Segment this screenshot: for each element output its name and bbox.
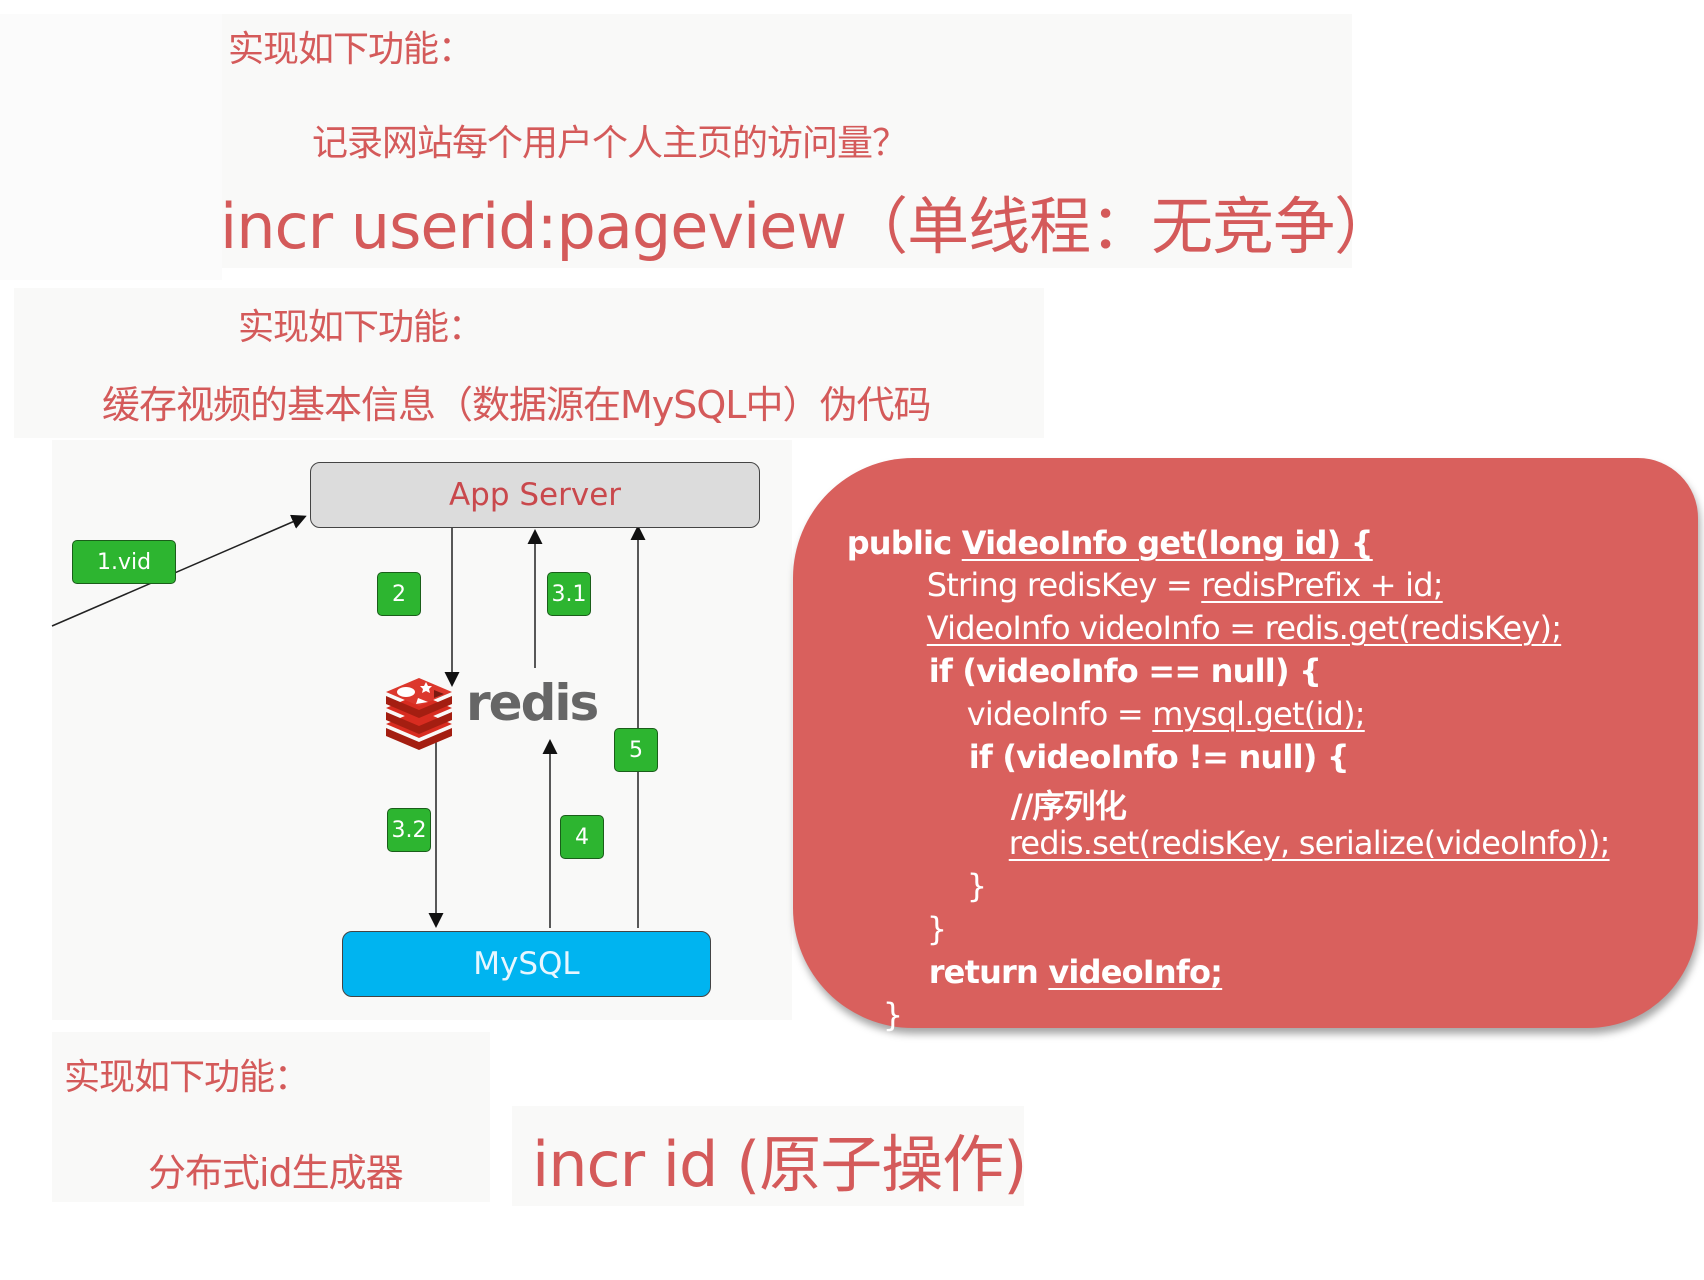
code-line-3: VideoInfo videoInfo = redis.get(redisKey…: [908, 571, 1562, 647]
section3-right-panel: [512, 1106, 1024, 1206]
app-server-box: App Server: [310, 462, 760, 528]
step-tag-3-2: 3.2: [387, 808, 431, 852]
code-line-8: redis.set(redisKey, serialize(videoInfo)…: [990, 786, 1611, 862]
code-underlined: VideoInfo videoInfo = redis.get(redisKey…: [926, 609, 1562, 647]
code-plain: String redisKey =: [926, 566, 1202, 604]
left-fade: [0, 14, 222, 280]
app-server-label: App Server: [448, 477, 622, 513]
code-plain: return: [928, 953, 1049, 991]
code-line-7: //序列化: [990, 743, 1127, 827]
step-tag-4: 4: [560, 815, 604, 859]
step-tag-3-1: 3.1: [547, 572, 591, 616]
code-line-11: return videoInfo;: [908, 915, 1223, 991]
redis-logo: redis: [382, 672, 599, 752]
section1-command: incr userid:pageview（单线程：无竞争）: [220, 190, 1396, 263]
code-plain: if (videoInfo == null) {: [928, 652, 1322, 690]
section1-heading: 实现如下功能：: [228, 29, 474, 70]
section1-question: 记录网站每个用户个人主页的访问量？: [312, 123, 908, 164]
section3-command: incr id (原子操作): [532, 1128, 1027, 1201]
mysql-box: MySQL: [342, 931, 711, 997]
code-plain: if (videoInfo != null) {: [968, 738, 1350, 776]
code-line-12: }: [864, 958, 903, 1034]
section1-panel: [222, 14, 1352, 268]
section2-subtitle: 缓存视频的基本信息（数据源在MySQL中）伪代码: [102, 383, 931, 427]
section2-header-panel: [14, 288, 1044, 438]
code-underlined: redis.set(redisKey, serialize(videoInfo)…: [1008, 824, 1611, 862]
code-line-1: public VideoInfo get(long id) {: [826, 486, 1374, 562]
code-line-6: if (videoInfo != null) {: [948, 700, 1350, 776]
code-underlined: mysql.get(id);: [1152, 695, 1365, 733]
mysql-label: MySQL: [473, 946, 580, 982]
section3-heading: 实现如下功能：: [64, 1057, 310, 1098]
redis-wordmark: redis: [466, 674, 599, 732]
code-plain: }: [966, 867, 987, 905]
step-tag-2: 2: [377, 572, 421, 616]
code-line-5: videoInfo = mysql.get(id);: [948, 657, 1366, 733]
code-underlined: VideoInfo get(long id) {: [961, 524, 1374, 562]
code-line-10: }: [908, 872, 947, 948]
code-plain: }: [926, 910, 947, 948]
step-tag-1-vid: 1.vid: [72, 540, 176, 584]
code-plain: }: [882, 996, 903, 1034]
section3-left-panel: [52, 1032, 490, 1202]
pseudocode-block: [793, 458, 1698, 1028]
code-plain: public: [846, 524, 962, 562]
redis-cube-icon: [386, 678, 452, 750]
code-comment: //序列化: [1010, 787, 1127, 825]
code-underlined: videoInfo;: [1048, 953, 1223, 991]
code-line-4: if (videoInfo == null) {: [908, 614, 1322, 690]
section2-heading: 实现如下功能：: [238, 307, 484, 348]
code-line-2: String redisKey = redisPrefix + id;: [908, 528, 1444, 604]
step-tag-5: 5: [614, 728, 658, 772]
code-plain: videoInfo =: [966, 695, 1153, 733]
code-line-9: }: [948, 829, 987, 905]
section3-label: 分布式id生成器: [148, 1151, 404, 1195]
code-underlined: redisPrefix + id;: [1201, 566, 1443, 604]
